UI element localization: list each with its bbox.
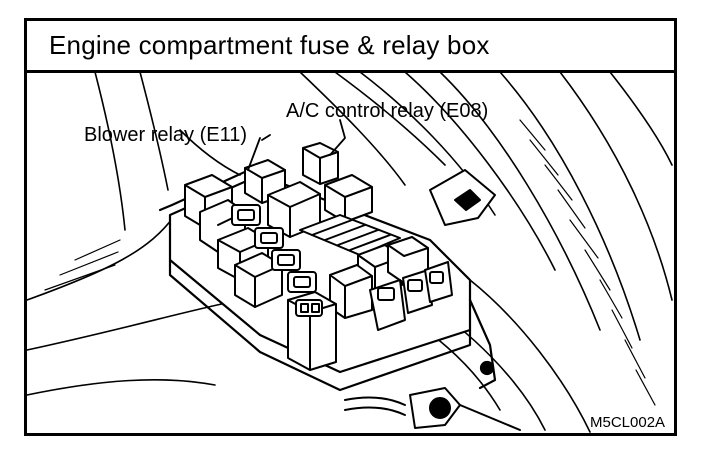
shading-hatch <box>44 119 656 406</box>
wire-harness <box>344 387 521 431</box>
leader-lines <box>247 119 346 171</box>
figure-code: M5CL002A <box>590 414 666 431</box>
connector-clip <box>429 169 496 226</box>
callout-blower-relay: Blower relay (E11) <box>84 124 248 146</box>
compartment-lines <box>26 71 673 433</box>
title-bar: Engine compartment fuse & relay box <box>27 21 674 73</box>
relay-blocks <box>184 142 453 371</box>
figure-frame: Engine compartment fuse & relay box <box>24 18 677 436</box>
callout-ac-control-relay: A/C control relay (E08) <box>286 100 489 122</box>
figure-title: Engine compartment fuse & relay box <box>49 30 490 60</box>
